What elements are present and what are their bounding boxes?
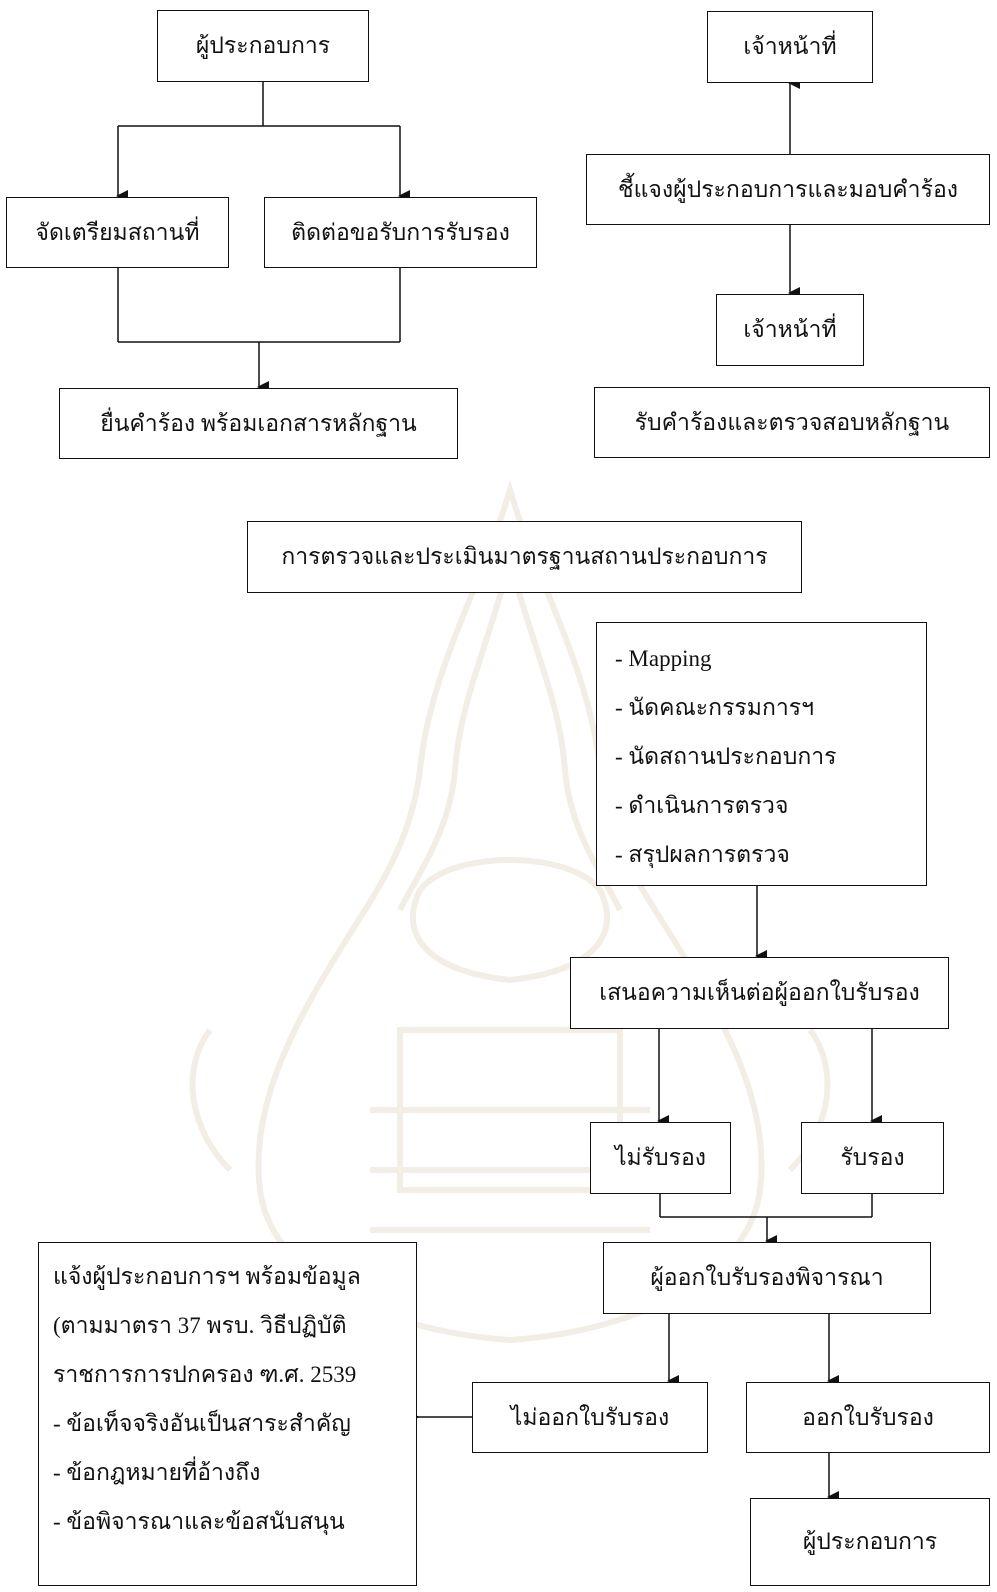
explain-operator-box: ชี้แจงผู้ประกอบการและมอบคำร้อง <box>586 154 990 225</box>
issue-label: ออกใบรับรอง <box>802 1404 934 1430</box>
operator-top-box: ผู้ประกอบการ <box>157 10 369 82</box>
officer-top-label: เจ้าหน้าที่ <box>743 34 837 59</box>
officer-mid-label: เจ้าหน้าที่ <box>743 317 837 342</box>
officer-mid-box: เจ้าหน้าที่ <box>716 294 864 366</box>
issuer-consider-box: ผู้ออกใบรับรองพิจารณา <box>603 1242 931 1314</box>
inspect-evaluate-label: การตรวจและประเมินมาตรฐานสถานประกอบการ <box>281 544 768 569</box>
submit-request-box: ยื่นคำร้อง พร้อมเอกสารหลักฐาน <box>59 388 458 459</box>
notify-operator-box: แจ้งผู้ประกอบการฯ พร้อมข้อมูล (ตามมาตรา … <box>38 1242 417 1586</box>
propose-opinion-box: เสนอความเห็นต่อผู้ออกใบรับรอง <box>570 957 949 1029</box>
propose-opinion-label: เสนอความเห็นต่อผู้ออกใบรับรอง <box>599 980 920 1005</box>
step-item: - สรุปผลการตรวจ <box>615 842 790 867</box>
step-item: - ดำเนินการตรวจ <box>615 793 789 818</box>
notify-line: แจ้งผู้ประกอบการฯ พร้อมข้อมูล <box>53 1264 361 1289</box>
not-issue-label: ไม่ออกใบรับรอง <box>510 1404 670 1430</box>
notify-line: - ข้อพิจารณาและข้อสนับสนุน <box>53 1509 345 1534</box>
issuer-consider-label: ผู้ออกใบรับรองพิจารณา <box>650 1265 884 1290</box>
certify-label: รับรอง <box>840 1145 905 1170</box>
not-issue-box: ไม่ออกใบรับรอง <box>472 1382 708 1453</box>
certify-box: รับรอง <box>801 1122 944 1194</box>
notify-line: - ข้อเท็จจริงอันเป็นสาระสำคัญ <box>53 1411 351 1436</box>
step-item: - นัดสถานประกอบการ <box>615 744 837 769</box>
operator-top-label: ผู้ประกอบการ <box>195 33 331 58</box>
contact-cert-label: ติดต่อขอรับการรับรอง <box>291 219 510 245</box>
notify-line: ราชการการปกครอง ฑ.ศ. 2539 <box>53 1362 357 1387</box>
not-certify-label: ไม่รับรอง <box>614 1145 707 1170</box>
not-certify-box: ไม่รับรอง <box>590 1122 731 1194</box>
submit-request-label: ยื่นคำร้อง พร้อมเอกสารหลักฐาน <box>100 410 417 436</box>
contact-cert-box: ติดต่อขอรับการรับรอง <box>264 197 537 268</box>
notify-line: (ตามมาตรา 37 พรบ. วิธีปฏิบัติ <box>53 1313 347 1338</box>
receive-check-label: รับคำร้องและตรวจสอบหลักฐาน <box>634 409 950 435</box>
receive-check-box: รับคำร้องและตรวจสอบหลักฐาน <box>594 387 990 458</box>
prepare-site-label: จัดเตรียมสถานที่ <box>35 219 200 245</box>
steps-box: - Mapping - นัดคณะกรรมการฯ - นัดสถานประก… <box>596 622 927 886</box>
issue-box: ออกใบรับรอง <box>746 1382 990 1453</box>
inspect-evaluate-box: การตรวจและประเมินมาตรฐานสถานประกอบการ <box>247 521 802 593</box>
step-item: - นัดคณะกรรมการฯ <box>615 695 815 720</box>
operator-bottom-box: ผู้ประกอบการ <box>750 1498 990 1586</box>
operator-bottom-label: ผู้ประกอบการ <box>802 1529 938 1554</box>
prepare-site-box: จัดเตรียมสถานที่ <box>6 197 229 268</box>
officer-top-box: เจ้าหน้าที่ <box>707 11 873 83</box>
explain-operator-label: ชี้แจงผู้ประกอบการและมอบคำร้อง <box>617 176 958 202</box>
notify-line: - ข้อกฎหมายที่อ้างถึง <box>53 1460 261 1485</box>
step-item: - Mapping <box>615 646 712 671</box>
